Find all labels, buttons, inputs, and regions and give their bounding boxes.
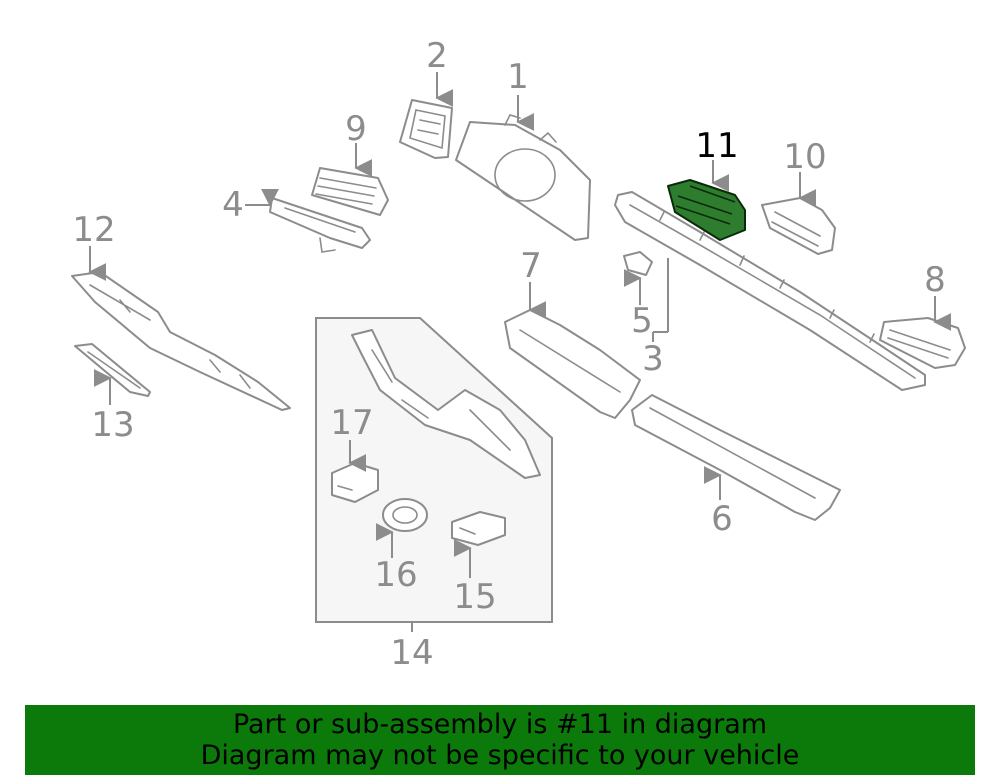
callout-4: 4 [222, 185, 244, 225]
banner-line-2: Diagram may not be specific to your vehi… [200, 740, 800, 771]
callout-5: 5 [631, 301, 653, 341]
part-10-vent[interactable] [761, 197, 836, 255]
part-1-cluster-bezel[interactable] [455, 114, 591, 241]
callout-16: 16 [374, 555, 417, 595]
part-4-bracket[interactable] [269, 197, 371, 253]
callout-2: 2 [426, 36, 448, 76]
callout-7: 7 [520, 246, 542, 286]
part-14-console[interactable] [351, 329, 541, 479]
part-13-trim[interactable] [74, 343, 151, 397]
callout-13: 13 [91, 405, 134, 445]
callout-9: 9 [345, 109, 367, 149]
callout-14: 14 [390, 633, 433, 673]
part-6-knee-trim[interactable] [631, 394, 841, 521]
callout-15: 15 [453, 577, 496, 617]
callout-17: 17 [330, 403, 373, 443]
group-14-box [315, 317, 553, 623]
part-7-lower-trim[interactable] [504, 309, 641, 419]
part-5-clip[interactable] [623, 251, 653, 276]
part-3-dash-trim[interactable] [614, 191, 926, 391]
part-12-lower-panel[interactable] [71, 271, 291, 411]
leader-lines [88, 72, 952, 632]
callout-3: 3 [642, 339, 664, 379]
callout-10: 10 [783, 137, 826, 177]
callout-6: 6 [711, 499, 733, 539]
part-16-socket[interactable] [382, 498, 428, 532]
callout-12: 12 [72, 210, 115, 250]
banner-line-1: Part or sub-assembly is #11 in diagram [232, 709, 768, 740]
info-banner: Part or sub-assembly is #11 in diagram D… [25, 705, 975, 775]
part-15-usb-port[interactable] [451, 511, 506, 546]
part-2-vent-bezel[interactable] [399, 99, 453, 159]
callout-1: 1 [507, 57, 529, 97]
part-9-vent[interactable] [311, 167, 389, 216]
callout-8: 8 [924, 260, 946, 300]
part-11-highlighted-vent[interactable] [667, 179, 746, 241]
callout-11: 11 [695, 126, 738, 166]
parts-diagram: 1 2 3 4 5 6 7 8 9 10 11 12 13 14 15 16 1… [71, 36, 966, 673]
